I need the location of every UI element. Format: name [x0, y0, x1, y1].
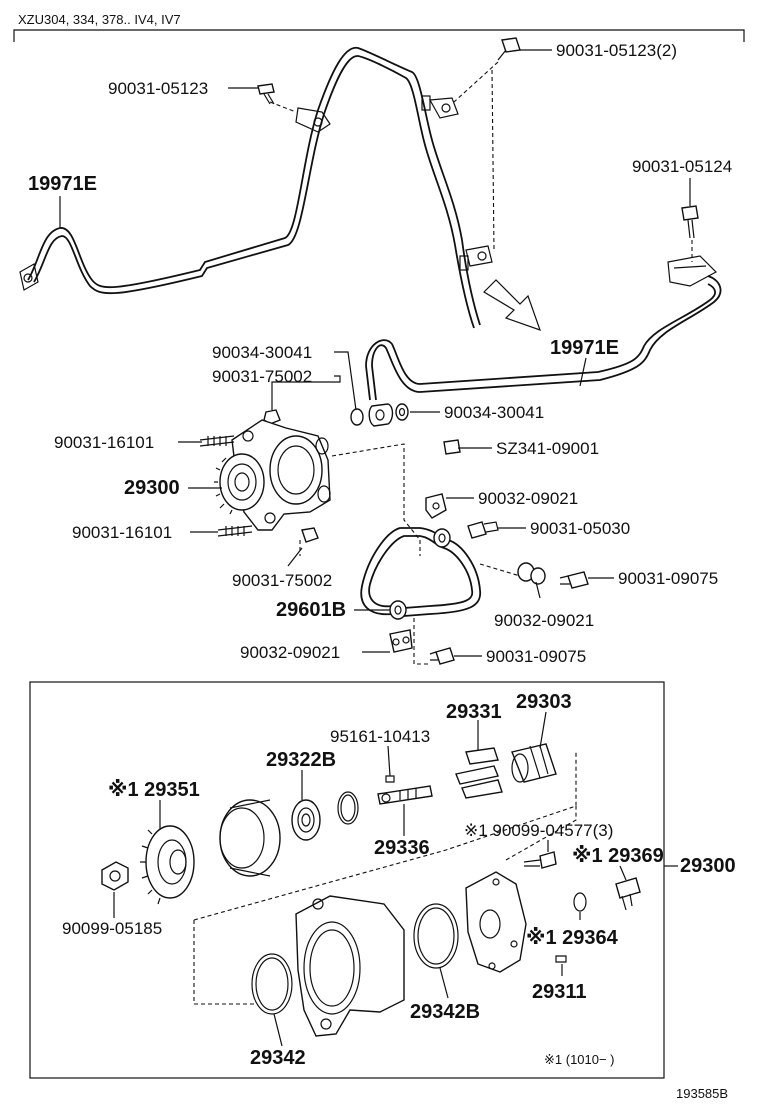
part-callout[interactable]: 29601B: [276, 599, 346, 621]
leader-dashed: [299, 443, 421, 556]
part-callout[interactable]: 95161-10413: [330, 727, 430, 746]
part-callout[interactable]: ※1 90099-04577(3): [464, 821, 613, 840]
part-callout[interactable]: 29300: [680, 855, 736, 877]
model-header: XZU304, 334, 378.. IV4, IV7: [18, 12, 181, 27]
o-ring-icon: [413, 903, 459, 969]
part-callout[interactable]: 29342: [250, 1047, 306, 1069]
part-callout[interactable]: 29300: [124, 477, 180, 499]
part-callout[interactable]: 19971E: [550, 337, 619, 359]
part-callout[interactable]: 19971E: [28, 173, 97, 195]
nut-icon: [301, 527, 319, 543]
leader-dashed: [413, 540, 521, 665]
part-callout[interactable]: 90031-05030: [530, 519, 630, 538]
rotor-icon: [511, 743, 557, 783]
nut-icon: [263, 409, 281, 425]
shaft-icon: [377, 785, 433, 805]
part-callout[interactable]: 90031-05123: [108, 79, 208, 98]
cover-plate-icon: [465, 871, 527, 973]
coupling-icon: [219, 799, 281, 877]
bolt-icon: [467, 521, 499, 539]
bolt-icon: [497, 37, 521, 61]
part-callout[interactable]: 90031-16101: [54, 433, 154, 452]
arrow-icon: [483, 279, 541, 331]
leader-dashed: [453, 61, 499, 251]
part-callout[interactable]: 90034-30041: [212, 343, 312, 362]
vacuum-pump-assembly: [214, 419, 331, 531]
leader-dashed: [269, 101, 297, 113]
pipe-19971e-upper: [19, 47, 493, 329]
part-callout[interactable]: ※1 29351: [108, 779, 200, 801]
part-callout[interactable]: SZ341-09001: [496, 439, 599, 458]
stud-bolt-icon: [199, 435, 235, 447]
washer-icon: [350, 403, 409, 426]
snap-ring-icon: [337, 791, 359, 825]
washer-icon: [573, 892, 587, 912]
part-callout[interactable]: ※1 29364: [526, 927, 619, 949]
part-callout[interactable]: 29303: [516, 691, 572, 713]
exploded-view-box: [29, 681, 665, 1079]
housing-icon: [295, 895, 405, 1037]
part-callout[interactable]: 90031-05124: [632, 157, 732, 176]
banjo-fitting-icon: [368, 403, 394, 427]
part-callout[interactable]: 90031-75002: [232, 571, 332, 590]
leader-dashed: [193, 750, 577, 1005]
part-callout[interactable]: 90031-75002: [212, 367, 312, 386]
part-callout[interactable]: 90031-09075: [486, 647, 586, 666]
part-callout[interactable]: 90031-09075: [618, 569, 718, 588]
part-callout[interactable]: 90032-09021: [240, 643, 340, 662]
clip-icon: [517, 562, 546, 585]
part-callout[interactable]: 29311: [532, 981, 587, 1003]
leader-lines: [59, 49, 691, 1047]
bolt-icon: [559, 571, 589, 589]
vane-icon: [455, 747, 503, 799]
gear-icon: [140, 825, 195, 905]
nut-icon: [443, 439, 461, 455]
bolt-icon: [429, 647, 455, 665]
legend-note: ※1 (1010− ): [544, 1052, 615, 1067]
clip-icon: [425, 493, 447, 519]
clip-icon: [389, 629, 413, 653]
part-callout[interactable]: 90032-09021: [478, 489, 578, 508]
part-callout[interactable]: 29331: [446, 701, 502, 723]
header-bracket: [13, 29, 745, 42]
pipe-29601b: [360, 527, 482, 620]
part-callout[interactable]: 29322B: [266, 749, 336, 771]
part-callout[interactable]: 29336: [374, 837, 430, 859]
nut-icon: [101, 861, 129, 891]
gear-icon: [214, 453, 265, 515]
part-callout[interactable]: 90031-16101: [72, 523, 172, 542]
part-callout[interactable]: 90099-05185: [62, 919, 162, 938]
pipe-19971e-lower: [365, 255, 722, 401]
part-callout[interactable]: 90034-30041: [444, 403, 544, 422]
pin-icon: [385, 775, 395, 783]
bolt-icon: [523, 851, 557, 869]
bearing-icon: [291, 799, 321, 841]
part-callout[interactable]: 90032-09021: [494, 611, 594, 630]
part-callout[interactable]: 90031-05123(2): [556, 41, 677, 60]
bolt-icon: [257, 83, 275, 105]
part-callout[interactable]: ※1 29369: [572, 845, 664, 867]
stud-bolt-icon: [217, 525, 253, 537]
pin-icon: [555, 955, 567, 963]
fitting-icon: [615, 877, 641, 911]
part-callout[interactable]: 29342B: [410, 1001, 480, 1023]
o-ring-icon: [251, 953, 293, 1015]
figure-id: 193585B: [676, 1086, 728, 1101]
bolt-icon: [681, 205, 699, 239]
